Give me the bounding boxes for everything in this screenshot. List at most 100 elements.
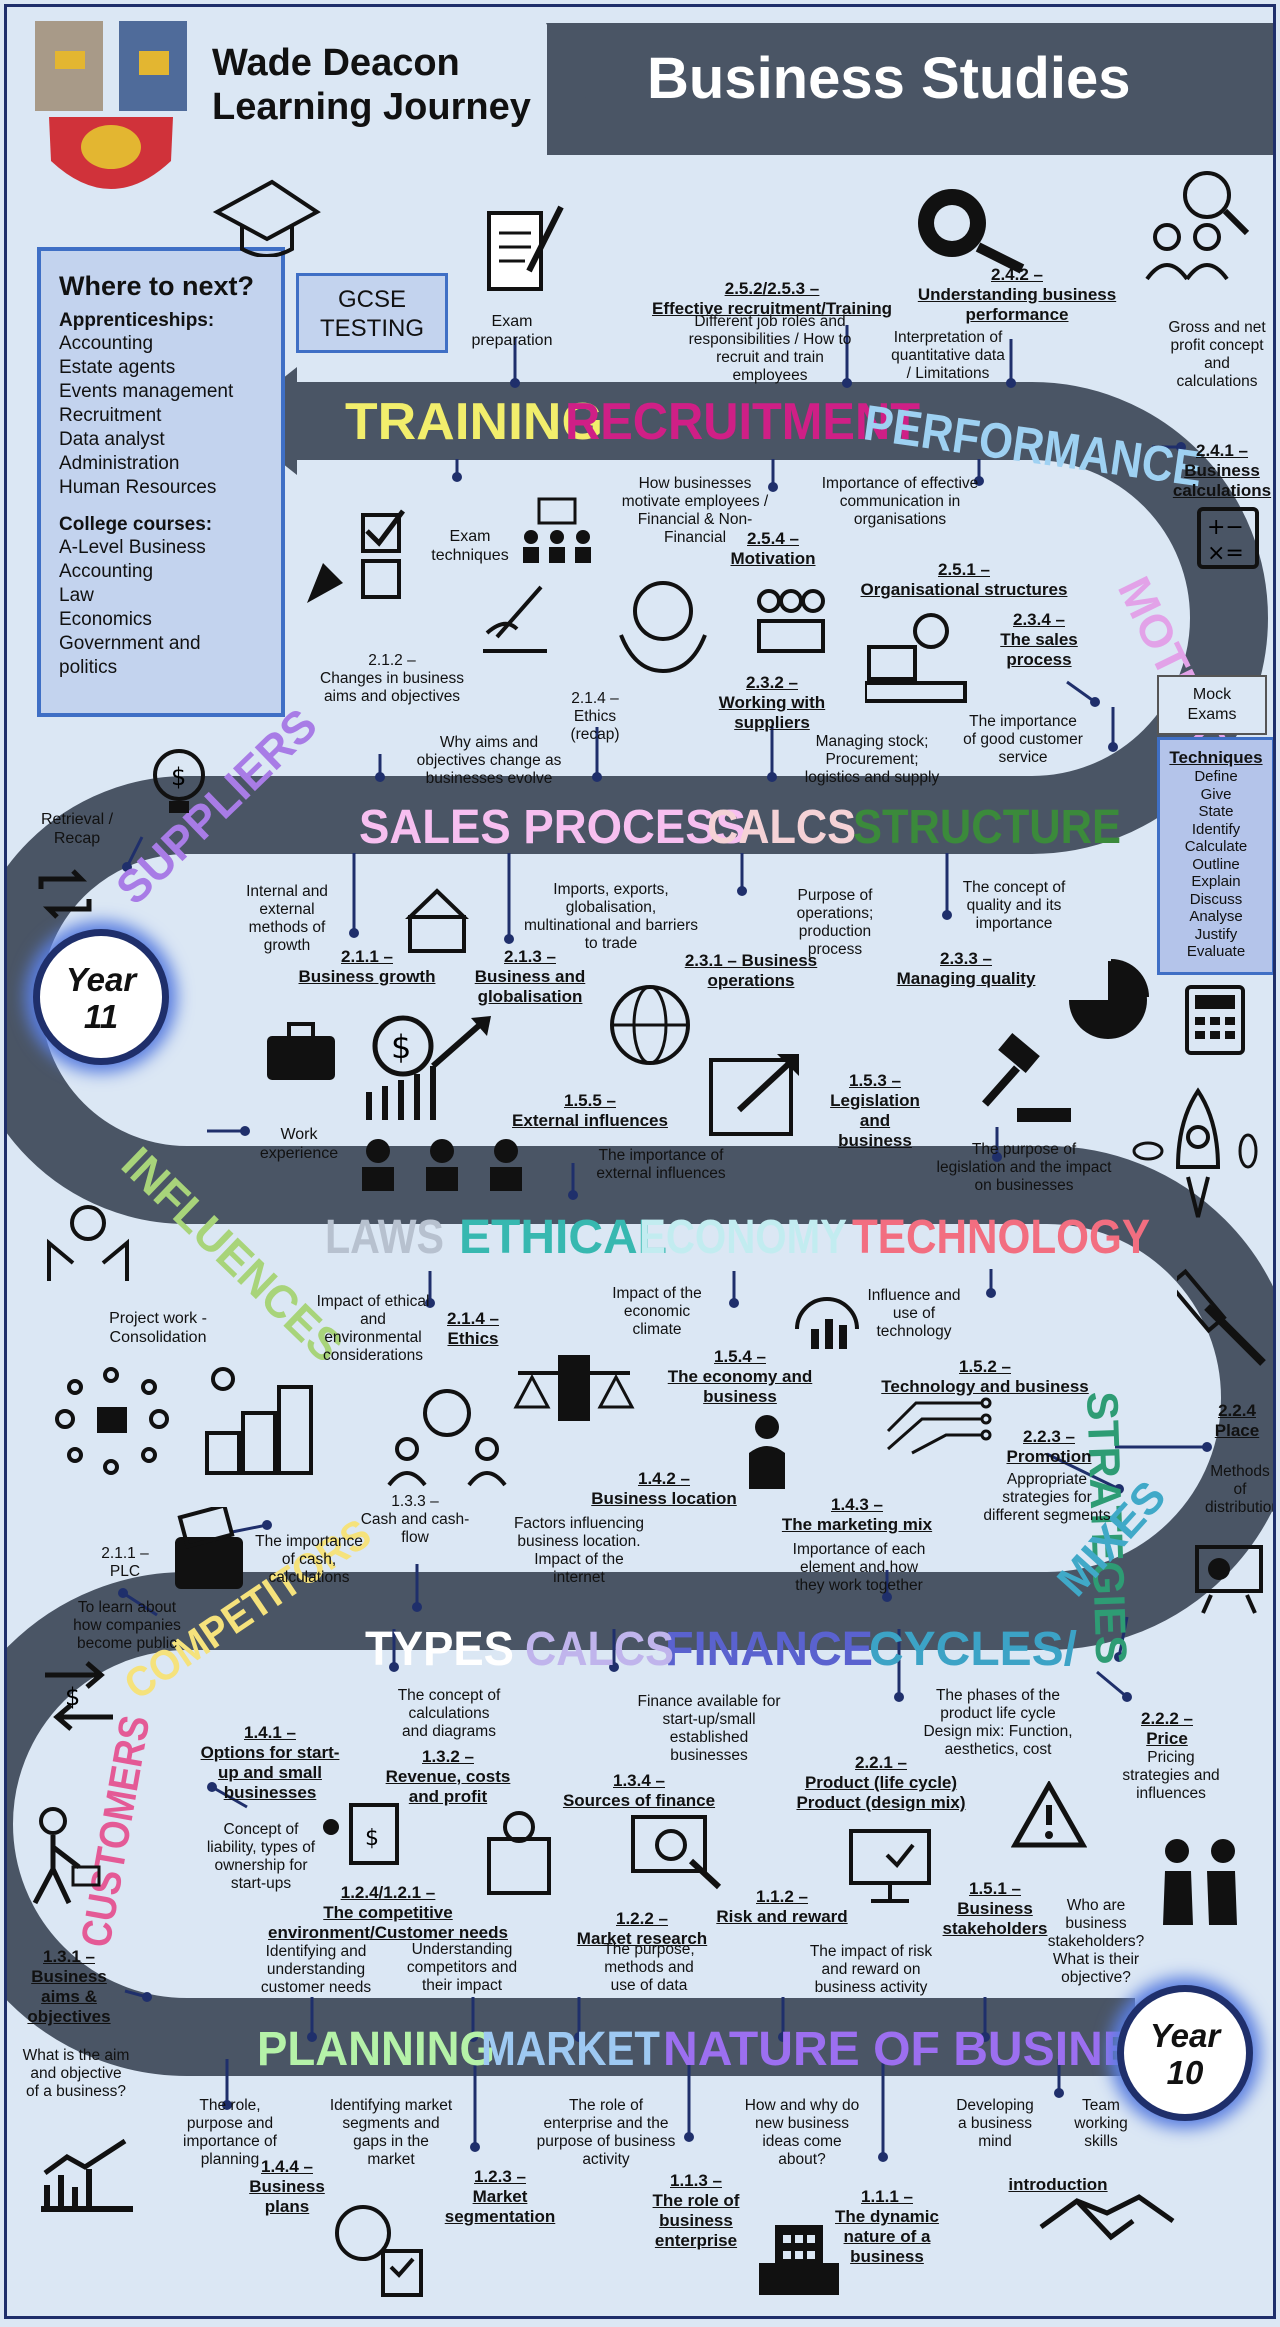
topic-label-c214: 2.1.4 –Ethics(recap) xyxy=(555,690,635,744)
topic-label-line: working xyxy=(1074,2115,1128,2132)
topic-label-line: a business xyxy=(957,2115,1033,2132)
road-word: STRUCTURE xyxy=(853,801,1121,854)
topic-label-c133: 1.3.3 –Cash and cash-flow xyxy=(345,1493,485,1547)
topic-label-line: The importance xyxy=(969,713,1077,730)
topic-label-line: established xyxy=(669,1729,749,1746)
school-line-1: Wade Deacon xyxy=(212,42,460,84)
topic-label-line: experience xyxy=(259,1145,339,1162)
topic-label-line: calculations xyxy=(408,1705,490,1722)
topic-label-line: activity xyxy=(582,2151,630,2168)
road-word: LAWS xyxy=(325,1211,444,1264)
topic-label-line: External influences xyxy=(512,1111,668,1130)
topic-label-line: 1.5.5 – xyxy=(564,1091,616,1110)
topic-label-line: 1.2.2 – xyxy=(616,1909,668,1928)
road-word: SALES PROCESS xyxy=(359,801,746,854)
topic-label-line: enterprise xyxy=(654,2231,738,2250)
topic-label-line: businesses xyxy=(223,1783,317,1802)
connector-dot xyxy=(425,1298,435,1308)
topic-label-line: logistics and supply xyxy=(804,769,940,786)
topic-label-line: globalisation, xyxy=(565,899,657,916)
topic-label-line: Impact of the xyxy=(612,1285,702,1302)
topic-label-line: Work xyxy=(280,1126,318,1143)
briefcase-icon xyxy=(267,1022,335,1080)
connector-line xyxy=(1046,1452,1120,1491)
topic-label-line: motivate employees / xyxy=(621,493,769,510)
college-course-item: A-Level Business xyxy=(59,537,206,558)
topic-label-line: 2.1.4 – xyxy=(447,1309,499,1328)
connector-dot xyxy=(142,1992,152,2002)
topic-label-line: Motivation xyxy=(730,549,816,568)
connector-dot xyxy=(452,472,462,482)
topic-label-line: and profit xyxy=(408,1787,488,1806)
connector-dot xyxy=(842,378,852,388)
connector-dot xyxy=(986,1288,996,1298)
road-word: STRATEGIES xyxy=(1077,1391,1135,1666)
technique-item: Identify xyxy=(1191,820,1241,838)
topic-label-line: The impact of risk xyxy=(809,1943,933,1960)
topic-label-line: customer needs xyxy=(260,1979,372,1996)
topic-label-line: use of xyxy=(892,1305,936,1322)
connector-dot xyxy=(1090,697,1100,707)
topic-label-line: responsibilities / How to xyxy=(688,331,852,348)
topic-label-line: 2.3.4 – xyxy=(1013,610,1065,629)
refresh-icon xyxy=(38,869,92,919)
topic-label-line: Financial xyxy=(663,529,727,546)
scales-fist-icon xyxy=(513,1355,635,1421)
gcse-line-2: TESTING xyxy=(319,315,424,342)
magnifier-gear-icon xyxy=(918,189,1025,274)
topic-label-line: Technology and business xyxy=(881,1377,1089,1396)
connector-dot xyxy=(349,928,359,938)
connector-dot xyxy=(1054,2088,1064,2098)
topic-label-line: external xyxy=(259,901,315,918)
topic-label-line: about? xyxy=(778,2151,826,2168)
topic-label-line: technology xyxy=(876,1323,952,1340)
techniques-title: Techniques xyxy=(1169,748,1263,767)
worker-laptop-icon xyxy=(865,613,967,703)
connector-dot xyxy=(574,2032,584,2042)
apprenticeship-item: Recruitment xyxy=(59,405,162,426)
topic-label-line: 1.1.3 – xyxy=(670,2171,722,2190)
calculator-icon xyxy=(1185,985,1245,1055)
gcse-testing-box: GCSE TESTING xyxy=(296,273,448,353)
topic-label-line: growth xyxy=(263,937,311,954)
mock-line-2: Exams xyxy=(1187,706,1237,723)
where-to-next-box: Where to next? Apprenticeships: Accounti… xyxy=(37,247,285,717)
connector-dot xyxy=(1006,378,1016,388)
monitor-check-icon xyxy=(849,1829,931,1903)
connector-dot xyxy=(375,772,385,782)
topic-label-line: different segments xyxy=(983,1507,1111,1524)
connector-dot xyxy=(1176,442,1186,452)
connector-line xyxy=(231,1523,268,1534)
topic-label-line: Impact of the xyxy=(534,1551,624,1568)
topic-label-project: Project work -Consolidation xyxy=(93,1309,223,1347)
connector-dot xyxy=(504,934,514,944)
connector-dot xyxy=(470,2142,480,2152)
gavel-icon xyxy=(982,1033,1071,1122)
topic-label-line: strategies and xyxy=(1122,1767,1220,1784)
apprenticeship-item: Data analyst xyxy=(59,429,165,450)
network-briefcase-icon xyxy=(55,1367,169,1475)
connector-dot xyxy=(768,482,778,492)
money-person-icon xyxy=(749,1415,785,1489)
topic-label-line: stakeholders? xyxy=(1047,1933,1145,1950)
topic-label-line: and xyxy=(1204,355,1230,372)
rocket-planets-icon xyxy=(1132,1087,1258,1218)
topic-label-line: Revenue, costs xyxy=(385,1767,511,1786)
connector-dot xyxy=(240,1126,250,1136)
topic-label-line: The dynamic xyxy=(835,2207,939,2226)
